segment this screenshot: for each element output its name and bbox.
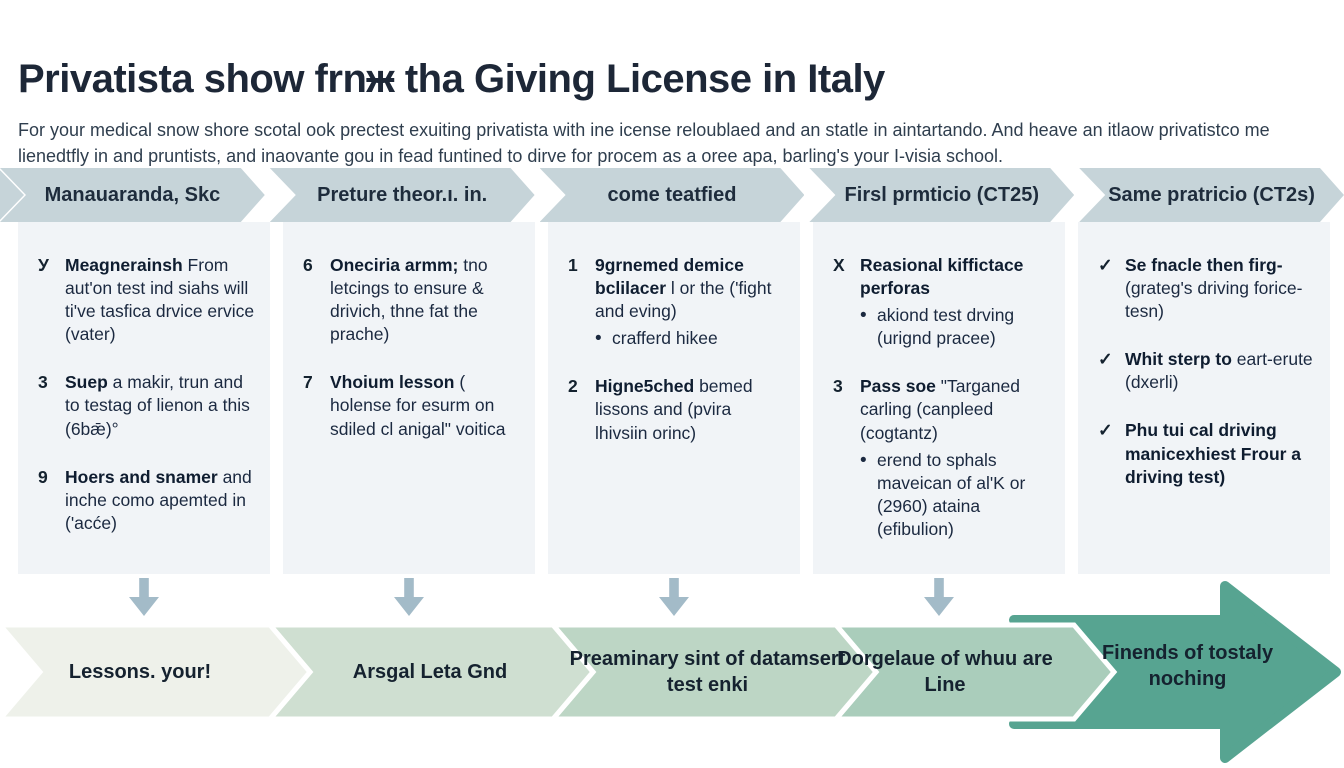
flow-step-label: Finends of tostaly noching [1101, 642, 1274, 690]
page-title-strike-glyph: ж [366, 56, 395, 101]
list-item: 6 Oneciria armm; tno letcings to ensure &… [303, 254, 521, 346]
column-panel-2: 6 Oneciria armm; tno letcings to ensure &… [283, 222, 535, 574]
intro-paragraph: For your medical snow shore scotal ook p… [18, 120, 1270, 166]
list-item: Х Reasional kiffictace perforasakiond tes… [833, 254, 1051, 350]
checkmark-icon: ✓ [1098, 349, 1113, 370]
item-text: Se fnacle then firg- (grateg's driving f… [1125, 255, 1303, 322]
sub-bullet-list: crafferd hikee [595, 326, 786, 351]
sub-bullet: erend to sphals maveican of al'K or (296… [860, 448, 1051, 541]
column-header-5: Same pratricio (CT2s) [1079, 168, 1344, 222]
item-text: Reasional kiffictace perforasakiond test… [860, 254, 1051, 350]
item-text: Vhoium lesson ( holense for esurm on sdi… [330, 372, 506, 439]
item-marker: 2 [568, 376, 578, 397]
item-marker: 9 [38, 466, 48, 487]
list-item: ✓ Phu tui cal driving manicexhiest Frour … [1098, 419, 1316, 488]
list-item: 7 Vhoium lesson ( holense for esurm on sd… [303, 371, 521, 440]
list-item: 2 Higne5ched bemed lissons and (pvira lhi… [568, 375, 786, 444]
sub-bullet: akiond test drving (urignd pracee) [860, 303, 1051, 350]
item-text: Hoers and snamer and inche como apemted … [65, 466, 252, 533]
column-panel-3: 1 9grnemed demice bclilacer l or the ('fi… [548, 222, 800, 574]
column-header-4: Firsl prmticio (CT25) [809, 168, 1074, 222]
item-text: Whit sterp to eart-erute (dxerli) [1125, 349, 1313, 393]
list-item: 9 Hoers and snamer and inche como apemted… [38, 466, 256, 535]
column-header-1: Manauaranda, Skc [0, 168, 265, 222]
item-text: Meagnerainsh From aut'on test ind siahs … [65, 255, 255, 345]
flow-step-label: Lessons. your! [68, 661, 212, 683]
flow-segment-shape [0, 622, 314, 722]
list-item: 1 9grnemed demice bclilacer l or the ('fi… [568, 254, 786, 351]
sub-bullet-list: akiond test drving (urignd pracee) [860, 303, 1051, 350]
item-text: Higne5ched bemed lissons and (pvira lhiv… [595, 376, 753, 443]
item-marker: Х [833, 255, 845, 275]
sub-bullet-list: erend to sphals maveican of al'K or (296… [860, 448, 1051, 541]
item-text: Oneciria armm; tno letcings to ensure & … [330, 255, 488, 345]
list-item: 3 Suep a makir, trun and to testag of lie… [38, 371, 256, 440]
item-text: Phu tui cal driving manicexhiest Frour a… [1125, 420, 1302, 487]
sub-bullet: crafferd hikee [595, 326, 786, 351]
column-panel-1: У Meagnerainsh From aut'on test ind siahs… [18, 222, 270, 574]
page-title: Privatista show frnж tha Giving License … [18, 57, 885, 102]
flow-step-label: Arsgal Leta Gnd [352, 661, 508, 683]
item-text: Pass soe "Targaned carling (canpleed (co… [860, 375, 1051, 541]
column-header-2: Preture theor.ı. in. [270, 168, 535, 222]
item-marker: 7 [303, 372, 313, 393]
column-header-3: come teatfied [540, 168, 805, 222]
item-marker: 1 [568, 255, 578, 275]
item-text: Suep a makir, trun and to testag of lien… [65, 372, 250, 439]
page-title-part: Privatista show frn [18, 56, 367, 101]
item-marker: У [38, 255, 49, 275]
item-marker: 6 [303, 255, 313, 275]
list-item: 3 Pass soe "Targaned carling (canpleed (c… [833, 375, 1051, 541]
item-text: 9grnemed demice bclilacer l or the ('fig… [595, 254, 786, 351]
column-panel-4: Х Reasional kiffictace perforasakiond tes… [813, 222, 1065, 574]
flow-band [0, 581, 1341, 763]
item-marker: 3 [38, 372, 48, 393]
list-item: У Meagnerainsh From aut'on test ind siahs… [38, 254, 256, 346]
list-item: ✓ Whit sterp to eart-erute (dxerli) [1098, 348, 1316, 394]
checkmark-icon: ✓ [1098, 255, 1113, 275]
checkmark-icon: ✓ [1098, 420, 1113, 441]
column-panel-5: ✓ Se fnacle then firg- (grateg's driving … [1078, 222, 1330, 574]
list-item: ✓ Se fnacle then firg- (grateg's driving … [1098, 254, 1316, 323]
flow-step-label: Dorgelaue of whuu are Line [837, 648, 1053, 696]
item-marker: 3 [833, 376, 843, 397]
page-title-part: tha Giving License in Italy [394, 56, 885, 101]
flow-step-label: Preaminary sint of datamsert test enki [569, 648, 846, 696]
columns-container: У Meagnerainsh From aut'on test ind siahs… [18, 222, 1330, 574]
